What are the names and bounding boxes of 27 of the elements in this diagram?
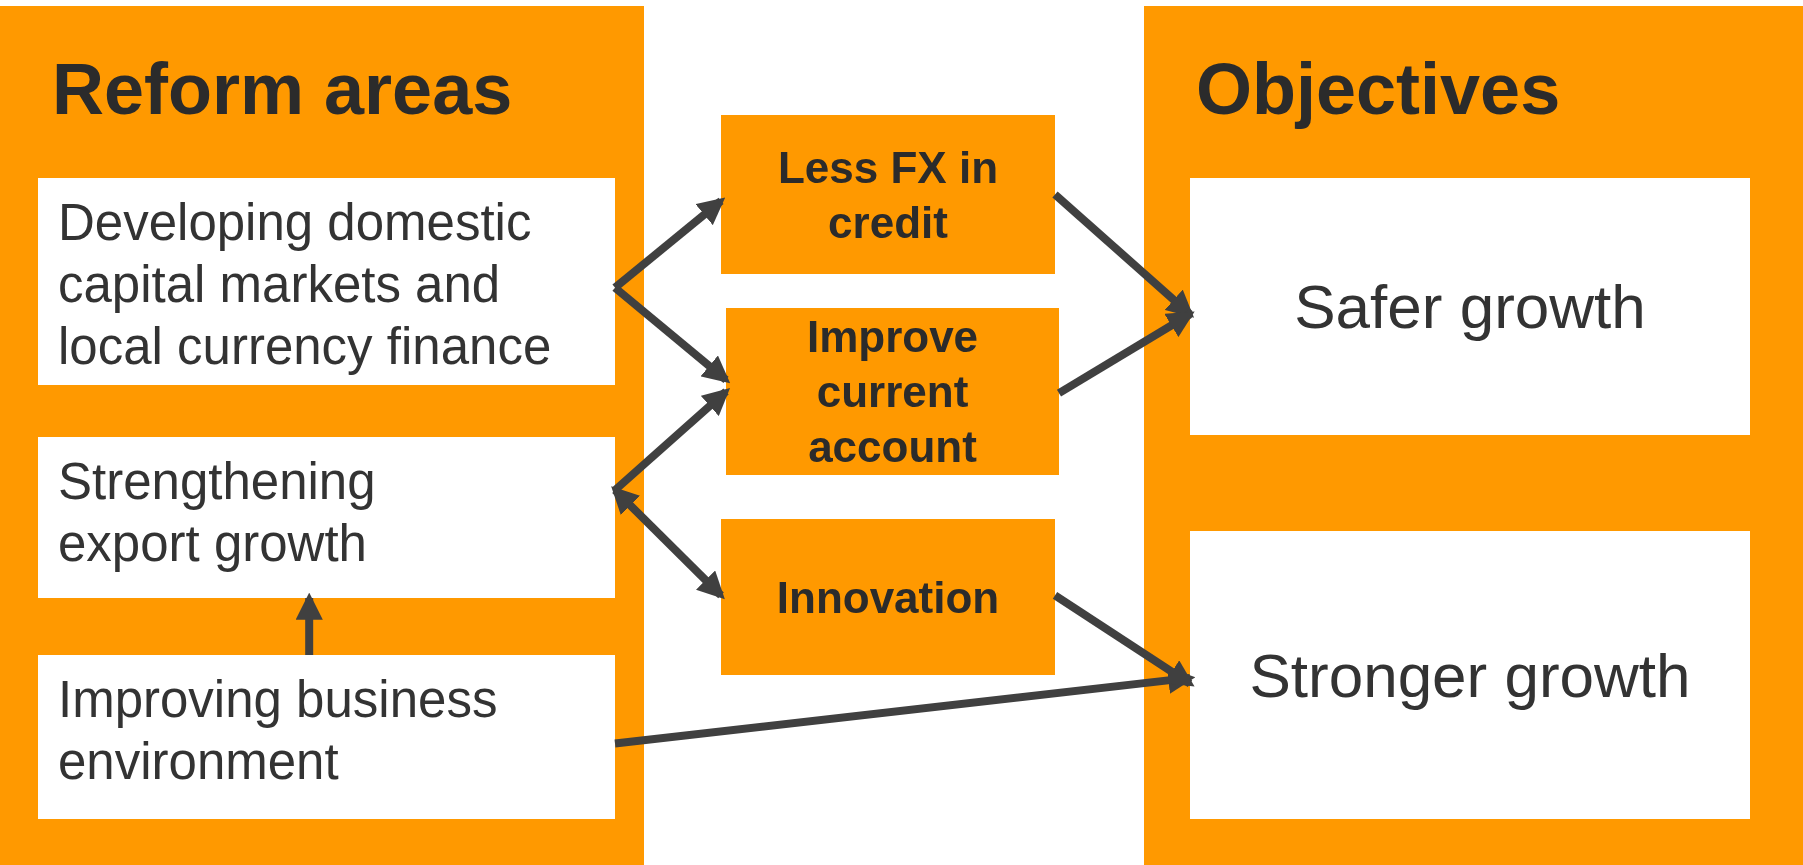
objective-box (1190, 531, 1750, 819)
objective-box (1190, 178, 1750, 435)
reform-area-label: Improving business environment (58, 670, 499, 793)
arrow (1052, 592, 1195, 687)
reform-area-box (38, 437, 615, 598)
panel-background (1144, 6, 1803, 865)
panel-heading: Reform areas (52, 48, 513, 130)
reform-area-box (38, 655, 615, 819)
panel-background (0, 6, 644, 865)
reform-area-label: Developing domestic capital markets and local currency finance (58, 193, 553, 378)
reform-area-box (38, 178, 615, 385)
arrow (1052, 191, 1195, 318)
channel-label: Less FX in credit (776, 141, 1000, 249)
arrow (612, 197, 726, 291)
arrow (611, 486, 725, 600)
channel-box (721, 519, 1055, 675)
channel-box (721, 115, 1055, 274)
channel-label: Improve current account (805, 311, 980, 473)
channel-label: Innovation (775, 571, 1001, 624)
channel-box (726, 308, 1059, 475)
reform-area-label: Strengthening export growth (58, 452, 377, 575)
arrow (1056, 310, 1195, 397)
objective-label: Safer growth (1294, 271, 1646, 342)
panel-heading: Objectives (1196, 48, 1561, 130)
arrow (295, 592, 323, 655)
objective-label: Stronger growth (1249, 639, 1691, 711)
arrow (612, 284, 731, 384)
